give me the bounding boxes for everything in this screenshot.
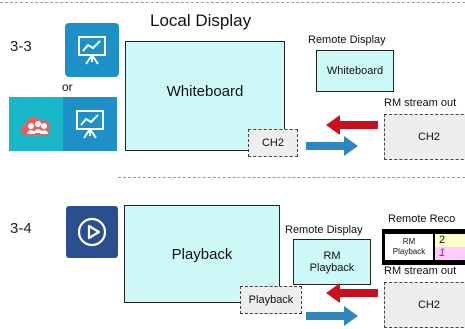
playback-app-icon[interactable] (66, 206, 118, 258)
whiteboard-app-icon-2[interactable] (63, 97, 117, 151)
whiteboard-icon (78, 36, 106, 65)
section-label-3-3: 3-3 (10, 38, 32, 55)
red-arrow-left-icon (326, 115, 378, 135)
whiteboard-icon (76, 110, 104, 139)
red-arrow-left-icon (326, 283, 378, 303)
whiteboard-app-icon[interactable] (65, 23, 119, 77)
remote-playback-display: RM Playback (293, 239, 371, 285)
local-whiteboard-label: Whiteboard (166, 82, 244, 100)
playback-icon (77, 217, 107, 247)
rm-stream-ch2-label-bottom: CH2 (417, 299, 440, 311)
rm-stream-title-bottom: RM stream out (384, 265, 457, 277)
local-playback-ch-box: Playback (240, 286, 302, 314)
middle-separator (118, 177, 465, 178)
rm-stream-ch2-bottom: CH2 (384, 282, 465, 328)
remote-display-title-bottom: Remote Display (285, 224, 363, 236)
rm-stream-title-top: RM stream out (384, 97, 457, 109)
cloud-users-icon (20, 117, 50, 135)
blue-arrow-right-icon (306, 136, 358, 156)
remote-whiteboard-label: Whiteboard (326, 65, 384, 77)
remote-reco-strip: RM Playback 2 1 (382, 229, 465, 265)
rm-stream-ch2-label-top: CH2 (417, 131, 440, 143)
cloud-app-icon[interactable] (9, 97, 63, 151)
reco-num-cell-2: 1 (435, 247, 465, 260)
local-playback-ch-label: Playback (248, 294, 294, 306)
local-playback-label: Playback (171, 245, 233, 263)
blue-arrow-right-icon (306, 306, 358, 326)
remote-playback-line1: RM (323, 250, 341, 262)
top-separator (0, 2, 465, 3)
remote-whiteboard-display: Whiteboard (316, 50, 394, 92)
local-ch2-label: CH2 (261, 137, 284, 149)
local-ch2-box: CH2 (248, 129, 298, 157)
reco-label-cell: RM Playback (385, 234, 433, 260)
remote-reco-title: Remote Reco (388, 213, 456, 225)
reco-label-line1: RM (402, 237, 416, 246)
reco-num-cell-1: 2 (435, 234, 465, 247)
remote-playback-line2: Playback (309, 262, 355, 274)
remote-display-title-top: Remote Display (308, 34, 386, 46)
section-label-3-4: 3-4 (10, 220, 32, 237)
reco-label-line2: Playback (392, 247, 426, 256)
local-display-title: Local Display (150, 11, 252, 30)
rm-stream-ch2-top: CH2 (384, 114, 465, 160)
or-label: or (62, 80, 73, 94)
